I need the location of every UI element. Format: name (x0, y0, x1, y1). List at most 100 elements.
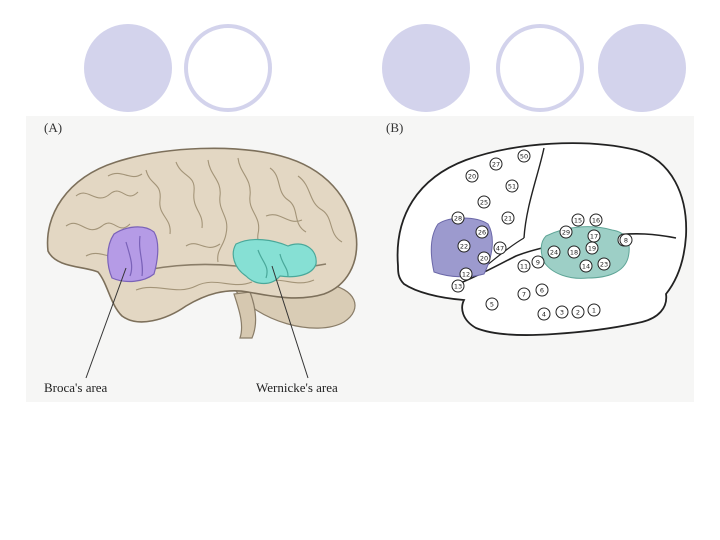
stimulation-site: 29 (559, 225, 573, 239)
stimulation-site-marker (477, 195, 491, 209)
stimulation-site-number: 25 (480, 199, 488, 207)
stimulation-site-marker (531, 255, 545, 269)
stimulation-site-marker (457, 239, 471, 253)
stimulation-site-number: 11 (520, 263, 528, 271)
stimulation-site: 2 (571, 305, 585, 319)
stimulation-site: 25 (477, 195, 491, 209)
brocas-area-folds (125, 235, 144, 277)
decorative-ring-2 (496, 24, 584, 112)
stimulation-site-number: 17 (590, 233, 598, 241)
stimulation-site-marker (505, 179, 519, 193)
stimulation-site: 19 (585, 241, 599, 255)
stimulation-site: 15 (571, 213, 585, 227)
stimulation-site: 1 (587, 303, 601, 317)
stimulation-site: 9 (531, 255, 545, 269)
stimulation-site-number: 12 (462, 271, 470, 279)
stimulation-site-marker (451, 211, 465, 225)
stimulation-site-number: 19 (588, 245, 596, 253)
stimulation-site: 28 (451, 211, 465, 225)
stimulation-site-marker (585, 241, 599, 255)
panel-a-label: (A) (44, 120, 63, 135)
stimulation-site-number: 3 (560, 309, 564, 317)
map-outline (396, 142, 687, 337)
stimulation-site-number: 8 (624, 237, 628, 245)
stimulation-site-number: 6 (540, 287, 544, 295)
stimulation-site-number: 28 (454, 215, 462, 223)
stimulation-site-marker (589, 213, 603, 227)
stimulation-site-number: 24 (550, 249, 558, 257)
stimulation-site-marker (517, 149, 531, 163)
stimulation-site-number: 2 (576, 309, 580, 317)
stimulation-site-number: 22 (460, 243, 468, 251)
decorative-circle-1 (84, 24, 172, 112)
stimulation-site-marker (489, 157, 503, 171)
stimulation-site-number: 15 (574, 217, 582, 225)
stimulation-site: 6 (535, 283, 549, 297)
stimulation-site: 11 (517, 259, 531, 273)
stimulation-site: 24 (547, 245, 561, 259)
stimulation-site: 23 (597, 257, 611, 271)
stimulation-site-marker (517, 287, 531, 301)
stimulation-site: 12 (459, 267, 473, 281)
wernickes-callout-line (271, 265, 309, 379)
wernickes-area-label: Wernicke's area (256, 380, 338, 395)
stimulation-site-number: 14 (582, 263, 590, 271)
stimulation-site: 14 (579, 259, 593, 273)
stimulation-site: 7 (517, 287, 531, 301)
stimulation-site-number: 13 (454, 283, 462, 291)
stimulation-site-number: 50 (520, 153, 528, 161)
central-sulcus (523, 147, 545, 239)
decorative-ring-1 (184, 24, 272, 112)
brocas-area-region (107, 226, 159, 283)
stimulation-site: 26 (475, 225, 489, 239)
stimulation-site: 5 (485, 297, 499, 311)
stimulation-site: 20 (465, 169, 479, 183)
stimulation-site-number: 1 (592, 307, 596, 315)
stimulation-site-marker (587, 303, 601, 317)
stimulation-site-number: 7 (522, 291, 526, 299)
stimulation-site: 51 (505, 179, 519, 193)
stimulation-site: 13 (451, 279, 465, 293)
brainstem (233, 291, 257, 339)
stimulation-site-number: 9 (536, 259, 540, 267)
stimulation-site-number: 51 (508, 183, 516, 191)
stimulation-site-marker (547, 245, 561, 259)
panel-a-brain (46, 147, 358, 379)
wernickes-area-region (232, 238, 317, 285)
stimulation-site-marker (465, 169, 479, 183)
stimulation-site: 21 (501, 211, 515, 225)
cerebrum (46, 147, 358, 323)
decorative-circle-3 (598, 24, 686, 112)
stimulation-site-marker (451, 279, 465, 293)
stimulation-site: 22 (457, 239, 471, 253)
stimulation-site-marker (597, 257, 611, 271)
stimulation-site: 20 (477, 251, 491, 265)
stimulation-site-marker (567, 245, 581, 259)
stimulation-site-marker (475, 225, 489, 239)
stimulation-site: 16 (589, 213, 603, 227)
stimulation-site-marker (571, 213, 585, 227)
stimulation-site-marker (537, 307, 551, 321)
stimulation-site-marker (485, 297, 499, 311)
stimulation-site-marker (459, 267, 473, 281)
stimulation-site: 3 (555, 305, 569, 319)
stimulation-site-number: 4 (542, 311, 546, 319)
stimulation-site-marker (555, 305, 569, 319)
stimulation-site-number: 21 (504, 215, 512, 223)
stimulation-site: 17 (587, 229, 601, 243)
stimulation-site: 27 (489, 157, 503, 171)
stimulation-site: 47 (493, 241, 507, 255)
stimulation-site-number: 23 (600, 261, 608, 269)
decorative-circle-2 (382, 24, 470, 112)
stimulation-site-number: 47 (496, 245, 504, 253)
stimulation-site-number: 18 (570, 249, 578, 257)
stimulation-site: 18 (567, 245, 581, 259)
stimulation-site-number: 20 (480, 255, 488, 263)
brocas-callout-line (85, 267, 127, 379)
stimulation-site-marker (493, 241, 507, 255)
stimulation-site-number: 20 (468, 173, 476, 181)
stimulation-site-marker (535, 283, 549, 297)
panel-b-label: (B) (386, 120, 404, 135)
